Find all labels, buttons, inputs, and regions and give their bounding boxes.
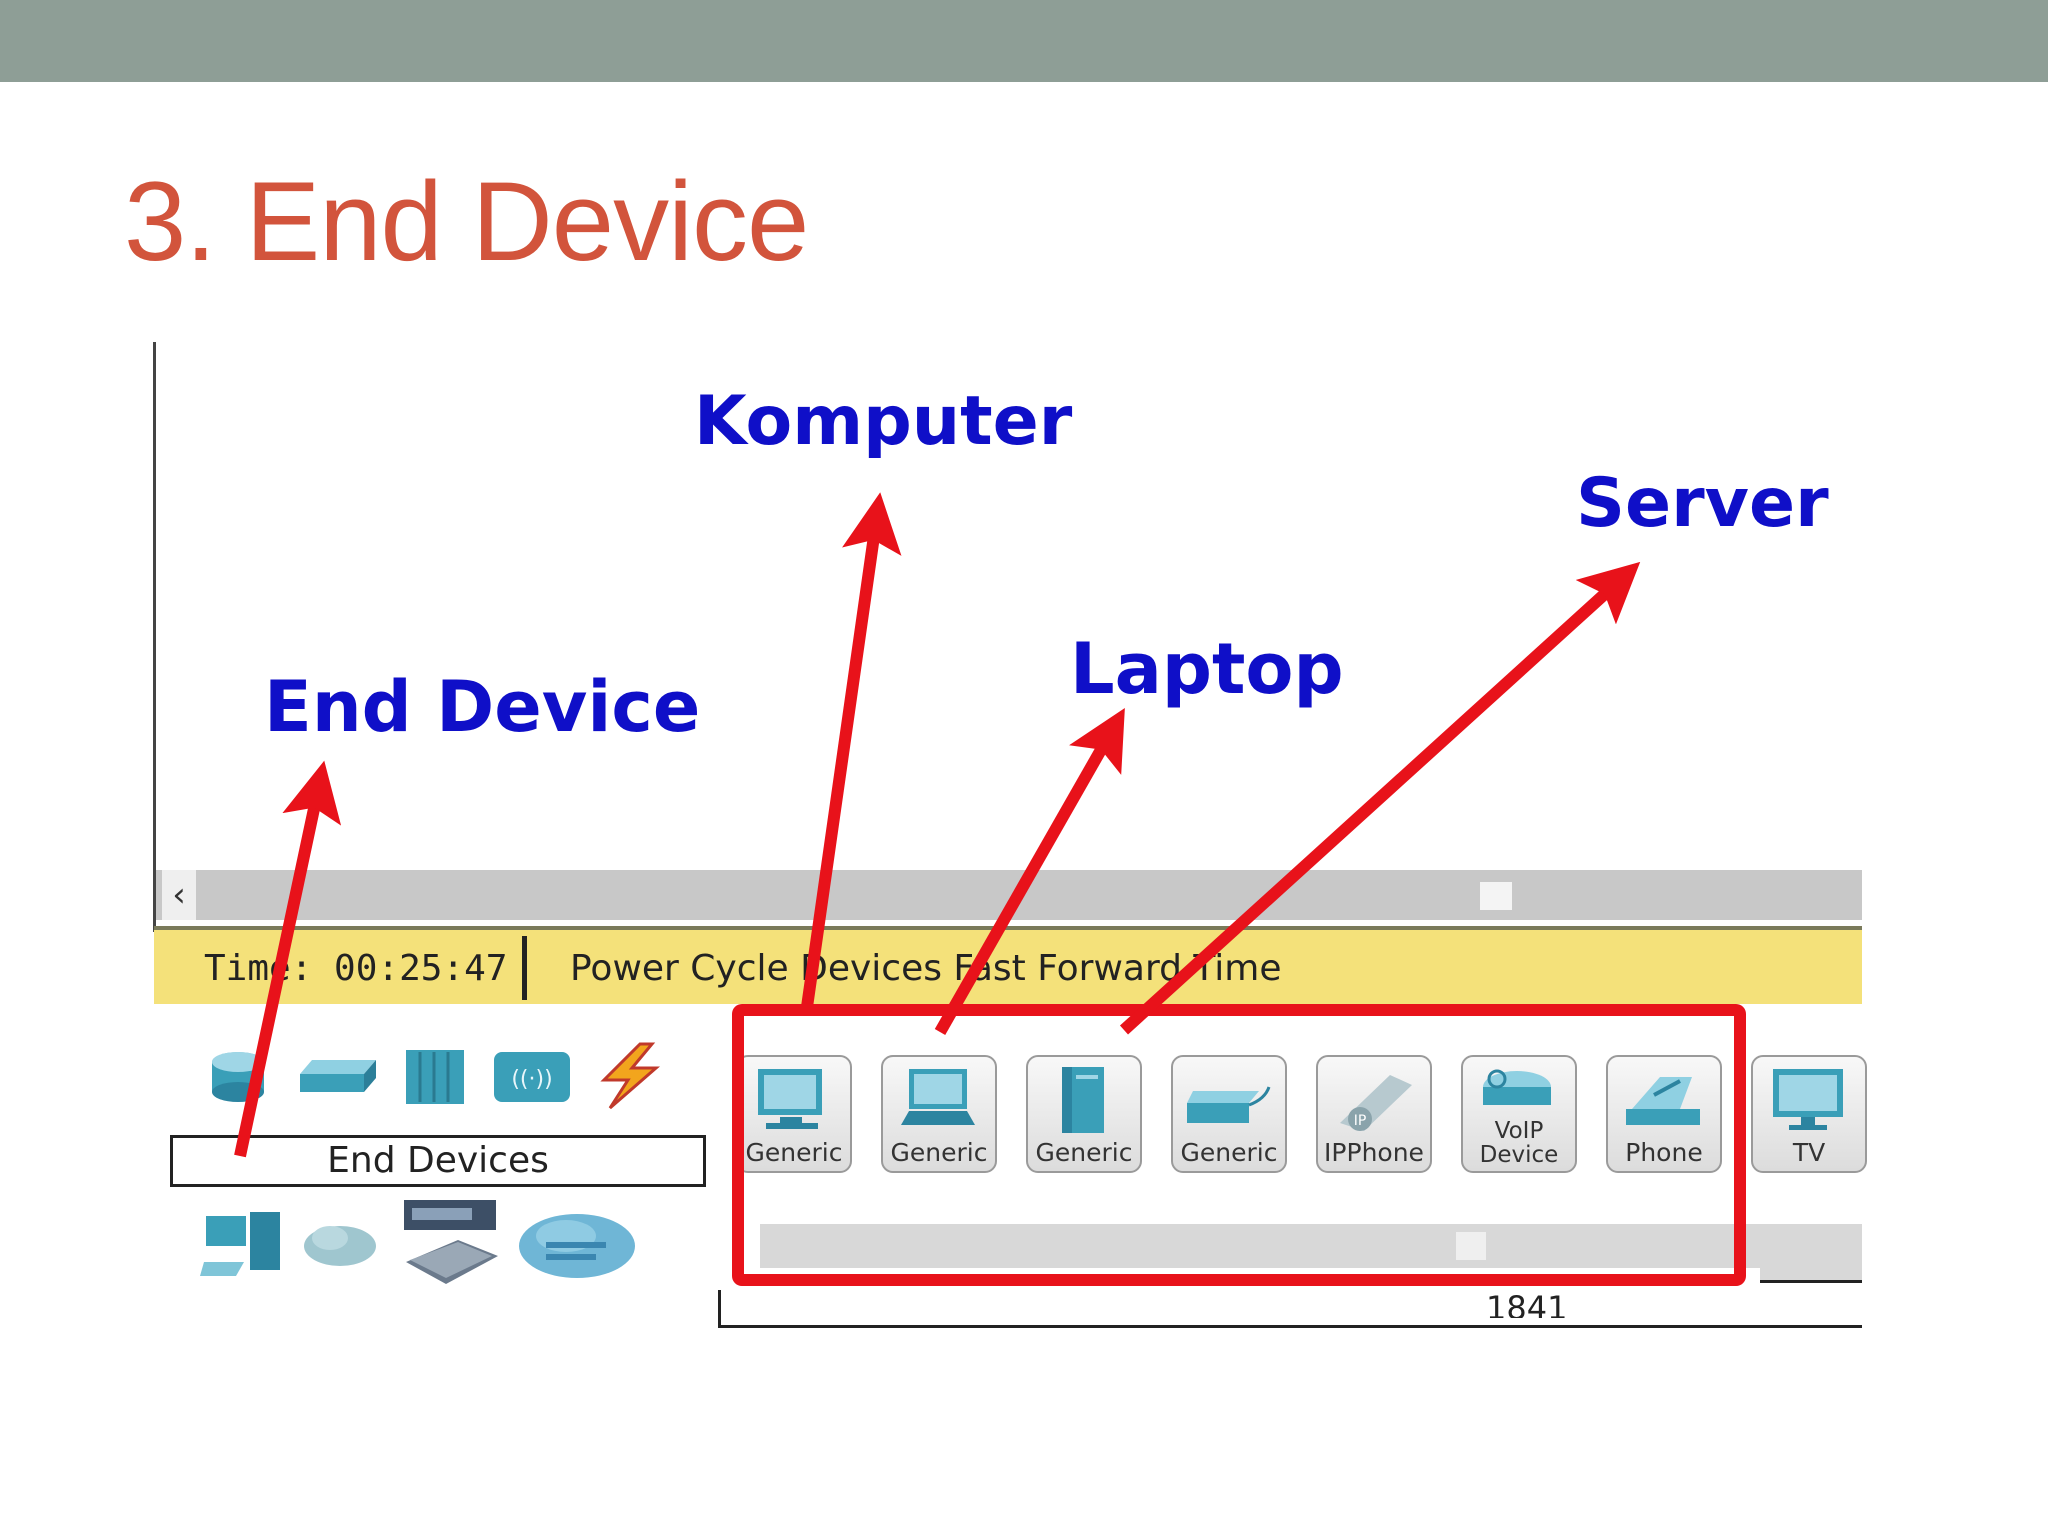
device-tile-printer[interactable]: Generic bbox=[1171, 1055, 1287, 1173]
device-list-scrollbar[interactable] bbox=[760, 1224, 1760, 1268]
switch-icon[interactable] bbox=[298, 1052, 380, 1100]
device-tile-label: Generic bbox=[745, 1138, 843, 1167]
custom-device-icon[interactable] bbox=[398, 1196, 502, 1290]
workspace-left-border bbox=[153, 342, 156, 932]
server-annotation: Server bbox=[1576, 464, 1829, 543]
slide-title: 3. End Device bbox=[124, 159, 809, 284]
device-tile-ip-phone[interactable]: IP IPPhone bbox=[1316, 1055, 1432, 1173]
device-list-scroll-thumb[interactable] bbox=[1456, 1232, 1486, 1260]
komputer-arrow bbox=[800, 492, 902, 1015]
slide-top-bar bbox=[0, 0, 2048, 82]
device-tile-label: TV bbox=[1792, 1138, 1826, 1167]
device-tile-tv[interactable]: TV bbox=[1751, 1055, 1867, 1173]
time-display: Time: 00:25:47 bbox=[204, 948, 508, 989]
multiuser-icon[interactable] bbox=[516, 1208, 638, 1282]
svg-text:((·)): ((·)) bbox=[511, 1067, 552, 1092]
end-device-arrow bbox=[234, 760, 342, 1158]
status-divider bbox=[522, 936, 527, 1000]
connection-icon[interactable] bbox=[590, 1040, 670, 1112]
time-controls[interactable]: Power Cycle Devices Fast Forward Time bbox=[570, 948, 1282, 989]
device-tile-server[interactable]: Generic bbox=[1026, 1055, 1142, 1173]
tv-icon bbox=[1773, 1069, 1843, 1130]
laptop-annotation: Laptop bbox=[1070, 628, 1344, 710]
device-tile-laptop[interactable]: Generic bbox=[881, 1055, 997, 1173]
komputer-annotation: Komputer bbox=[694, 382, 1073, 461]
device-model-label: 1841 bbox=[1486, 1292, 1568, 1318]
scroll-left-icon[interactable]: ‹ bbox=[162, 870, 196, 920]
laptop-arrow bbox=[934, 707, 1125, 1035]
device-category-label: End Devices bbox=[170, 1135, 706, 1187]
phone-icon bbox=[1626, 1077, 1700, 1125]
device-tile-pc[interactable]: Generic bbox=[736, 1055, 852, 1173]
wan-emulation-icon[interactable] bbox=[300, 1218, 380, 1270]
panel-divider bbox=[718, 1290, 721, 1328]
device-tile-label: IPPhone bbox=[1324, 1138, 1424, 1167]
printer-icon bbox=[1187, 1086, 1271, 1123]
device-list-scroll-track bbox=[1760, 1224, 1862, 1283]
voip-device-icon bbox=[1483, 1069, 1551, 1105]
device-tile-phone[interactable]: Phone bbox=[1606, 1055, 1722, 1173]
svg-text:IP: IP bbox=[1354, 1113, 1367, 1129]
device-tile-label: Generic bbox=[890, 1138, 988, 1167]
end-device-annotation: End Device bbox=[264, 666, 701, 748]
end-devices-icon[interactable] bbox=[200, 1208, 286, 1280]
hub-icon[interactable] bbox=[402, 1046, 468, 1108]
wireless-icon[interactable]: ((·)) bbox=[490, 1046, 574, 1108]
panel-bottom-border bbox=[718, 1325, 1862, 1328]
device-tile-label: Generic bbox=[1180, 1138, 1278, 1167]
realtime-status-bar: Time: 00:25:47 Power Cycle Devices Fast … bbox=[154, 926, 1862, 1008]
ip-phone-icon: IP bbox=[1340, 1075, 1412, 1131]
scrollbar-thumb[interactable] bbox=[1480, 882, 1512, 910]
laptop-icon bbox=[901, 1069, 975, 1125]
device-list-highlight-box bbox=[732, 1004, 1746, 1286]
pc-icon bbox=[758, 1069, 822, 1129]
device-tile-label: Generic bbox=[1035, 1138, 1133, 1167]
server-icon bbox=[1062, 1067, 1104, 1133]
device-tile-label: Phone bbox=[1625, 1138, 1703, 1167]
server-arrow bbox=[1119, 561, 1641, 1035]
